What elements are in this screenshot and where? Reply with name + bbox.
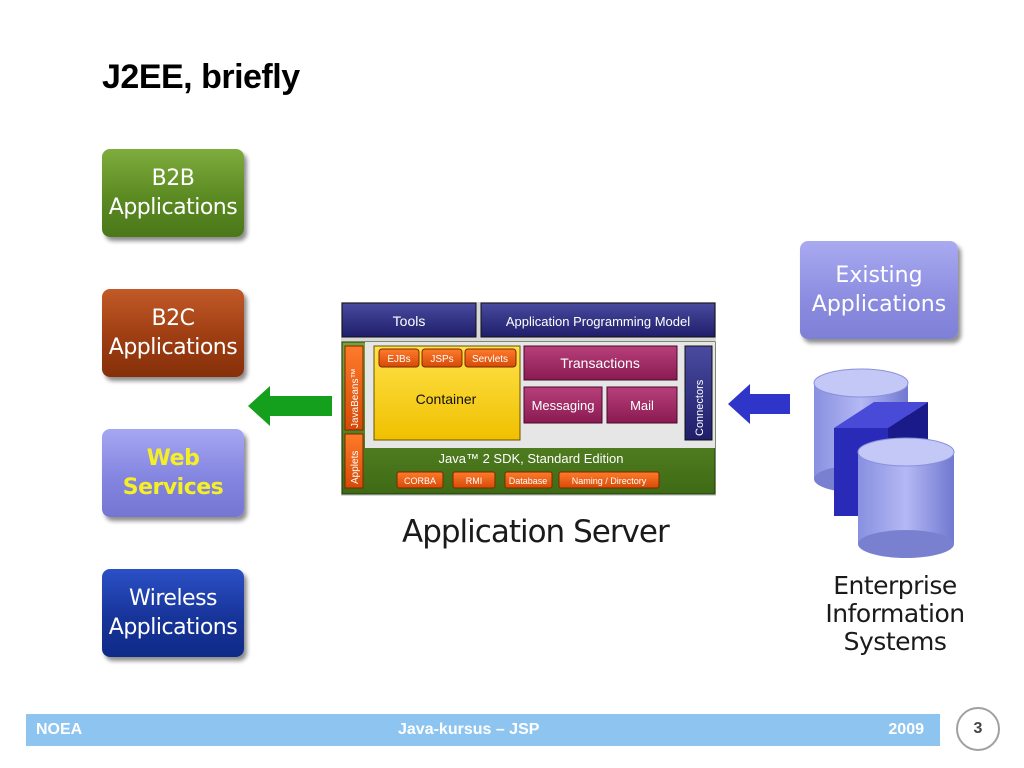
javabeans-bar xyxy=(344,345,364,431)
rmi-chip xyxy=(452,471,496,489)
page-number: 3 xyxy=(956,707,1000,751)
ejbs-chip xyxy=(378,348,420,368)
apm-label: Application Programming Model xyxy=(506,314,690,329)
database-label: Database xyxy=(509,476,548,486)
application-server-label: Application Server xyxy=(402,514,670,550)
mail-label: Mail xyxy=(630,398,654,413)
jsps-chip xyxy=(421,348,463,368)
servlets-chip xyxy=(464,348,517,368)
footer-left: NOEA xyxy=(36,721,83,738)
footer-center: Java-kursus – JSP xyxy=(398,721,540,738)
applets-bar xyxy=(344,433,364,489)
slide-title: J2EE, briefly xyxy=(102,58,300,96)
corba-chip xyxy=(396,471,444,489)
ws-line1: Web xyxy=(146,446,200,471)
b2c-line1: B2C xyxy=(151,306,195,331)
applets-label: Applets xyxy=(350,451,361,484)
sdk-label: Java™ 2 SDK, Standard Edition xyxy=(439,451,624,466)
connectors-label: Connectors xyxy=(694,379,706,436)
database-chip xyxy=(504,471,553,489)
corba-label: CORBA xyxy=(404,476,436,486)
existing-line1: Existing xyxy=(835,263,923,288)
left-arrow-icon xyxy=(248,386,332,426)
transactions-label: Transactions xyxy=(560,355,640,371)
eis-line2: Information xyxy=(825,599,965,628)
naming-chip xyxy=(558,471,660,489)
servlets-label: Servlets xyxy=(472,354,508,365)
wireless-applications-box: Wireless Applications xyxy=(102,569,244,657)
tools-bar xyxy=(341,302,477,338)
b2b-line2: Applications xyxy=(108,195,238,220)
b2c-applications-box: B2C Applications xyxy=(102,289,244,377)
footer-bar: NOEA Java-kursus – JSP 2009 xyxy=(26,714,940,746)
web-services-box: Web Services xyxy=(102,429,244,517)
messaging-label: Messaging xyxy=(532,398,595,413)
right-arrow-icon xyxy=(728,384,790,424)
database-cylinder-front-icon xyxy=(857,437,955,558)
container-label: Container xyxy=(416,391,477,407)
wl-line2: Applications xyxy=(108,615,238,640)
wl-line1: Wireless xyxy=(128,586,218,611)
messaging-box xyxy=(523,386,603,424)
apm-bar xyxy=(480,302,716,338)
rmi-label: RMI xyxy=(466,476,483,486)
eis-line3: Systems xyxy=(843,627,947,656)
b2c-line2: Applications xyxy=(108,335,238,360)
connectors-bar xyxy=(684,345,713,441)
naming-label: Naming / Directory xyxy=(572,476,647,486)
ejbs-label: EJBs xyxy=(387,354,410,365)
eis-line1: Enterprise xyxy=(833,571,957,600)
ws-line2: Services xyxy=(122,475,224,500)
footer-right: 2009 xyxy=(888,721,924,738)
tools-label: Tools xyxy=(393,313,426,329)
javabeans-label: JavaBeans™ xyxy=(350,369,361,428)
mail-box xyxy=(606,386,678,424)
existing-applications-box: Existing Applications xyxy=(800,241,958,339)
transactions-box xyxy=(523,345,678,381)
existing-line2: Applications xyxy=(811,292,947,317)
b2b-applications-box: B2B Applications xyxy=(102,149,244,237)
b2b-line1: B2B xyxy=(151,166,195,191)
eis-label: Enterprise Information Systems xyxy=(820,572,970,656)
jsps-label: JSPs xyxy=(430,354,453,365)
